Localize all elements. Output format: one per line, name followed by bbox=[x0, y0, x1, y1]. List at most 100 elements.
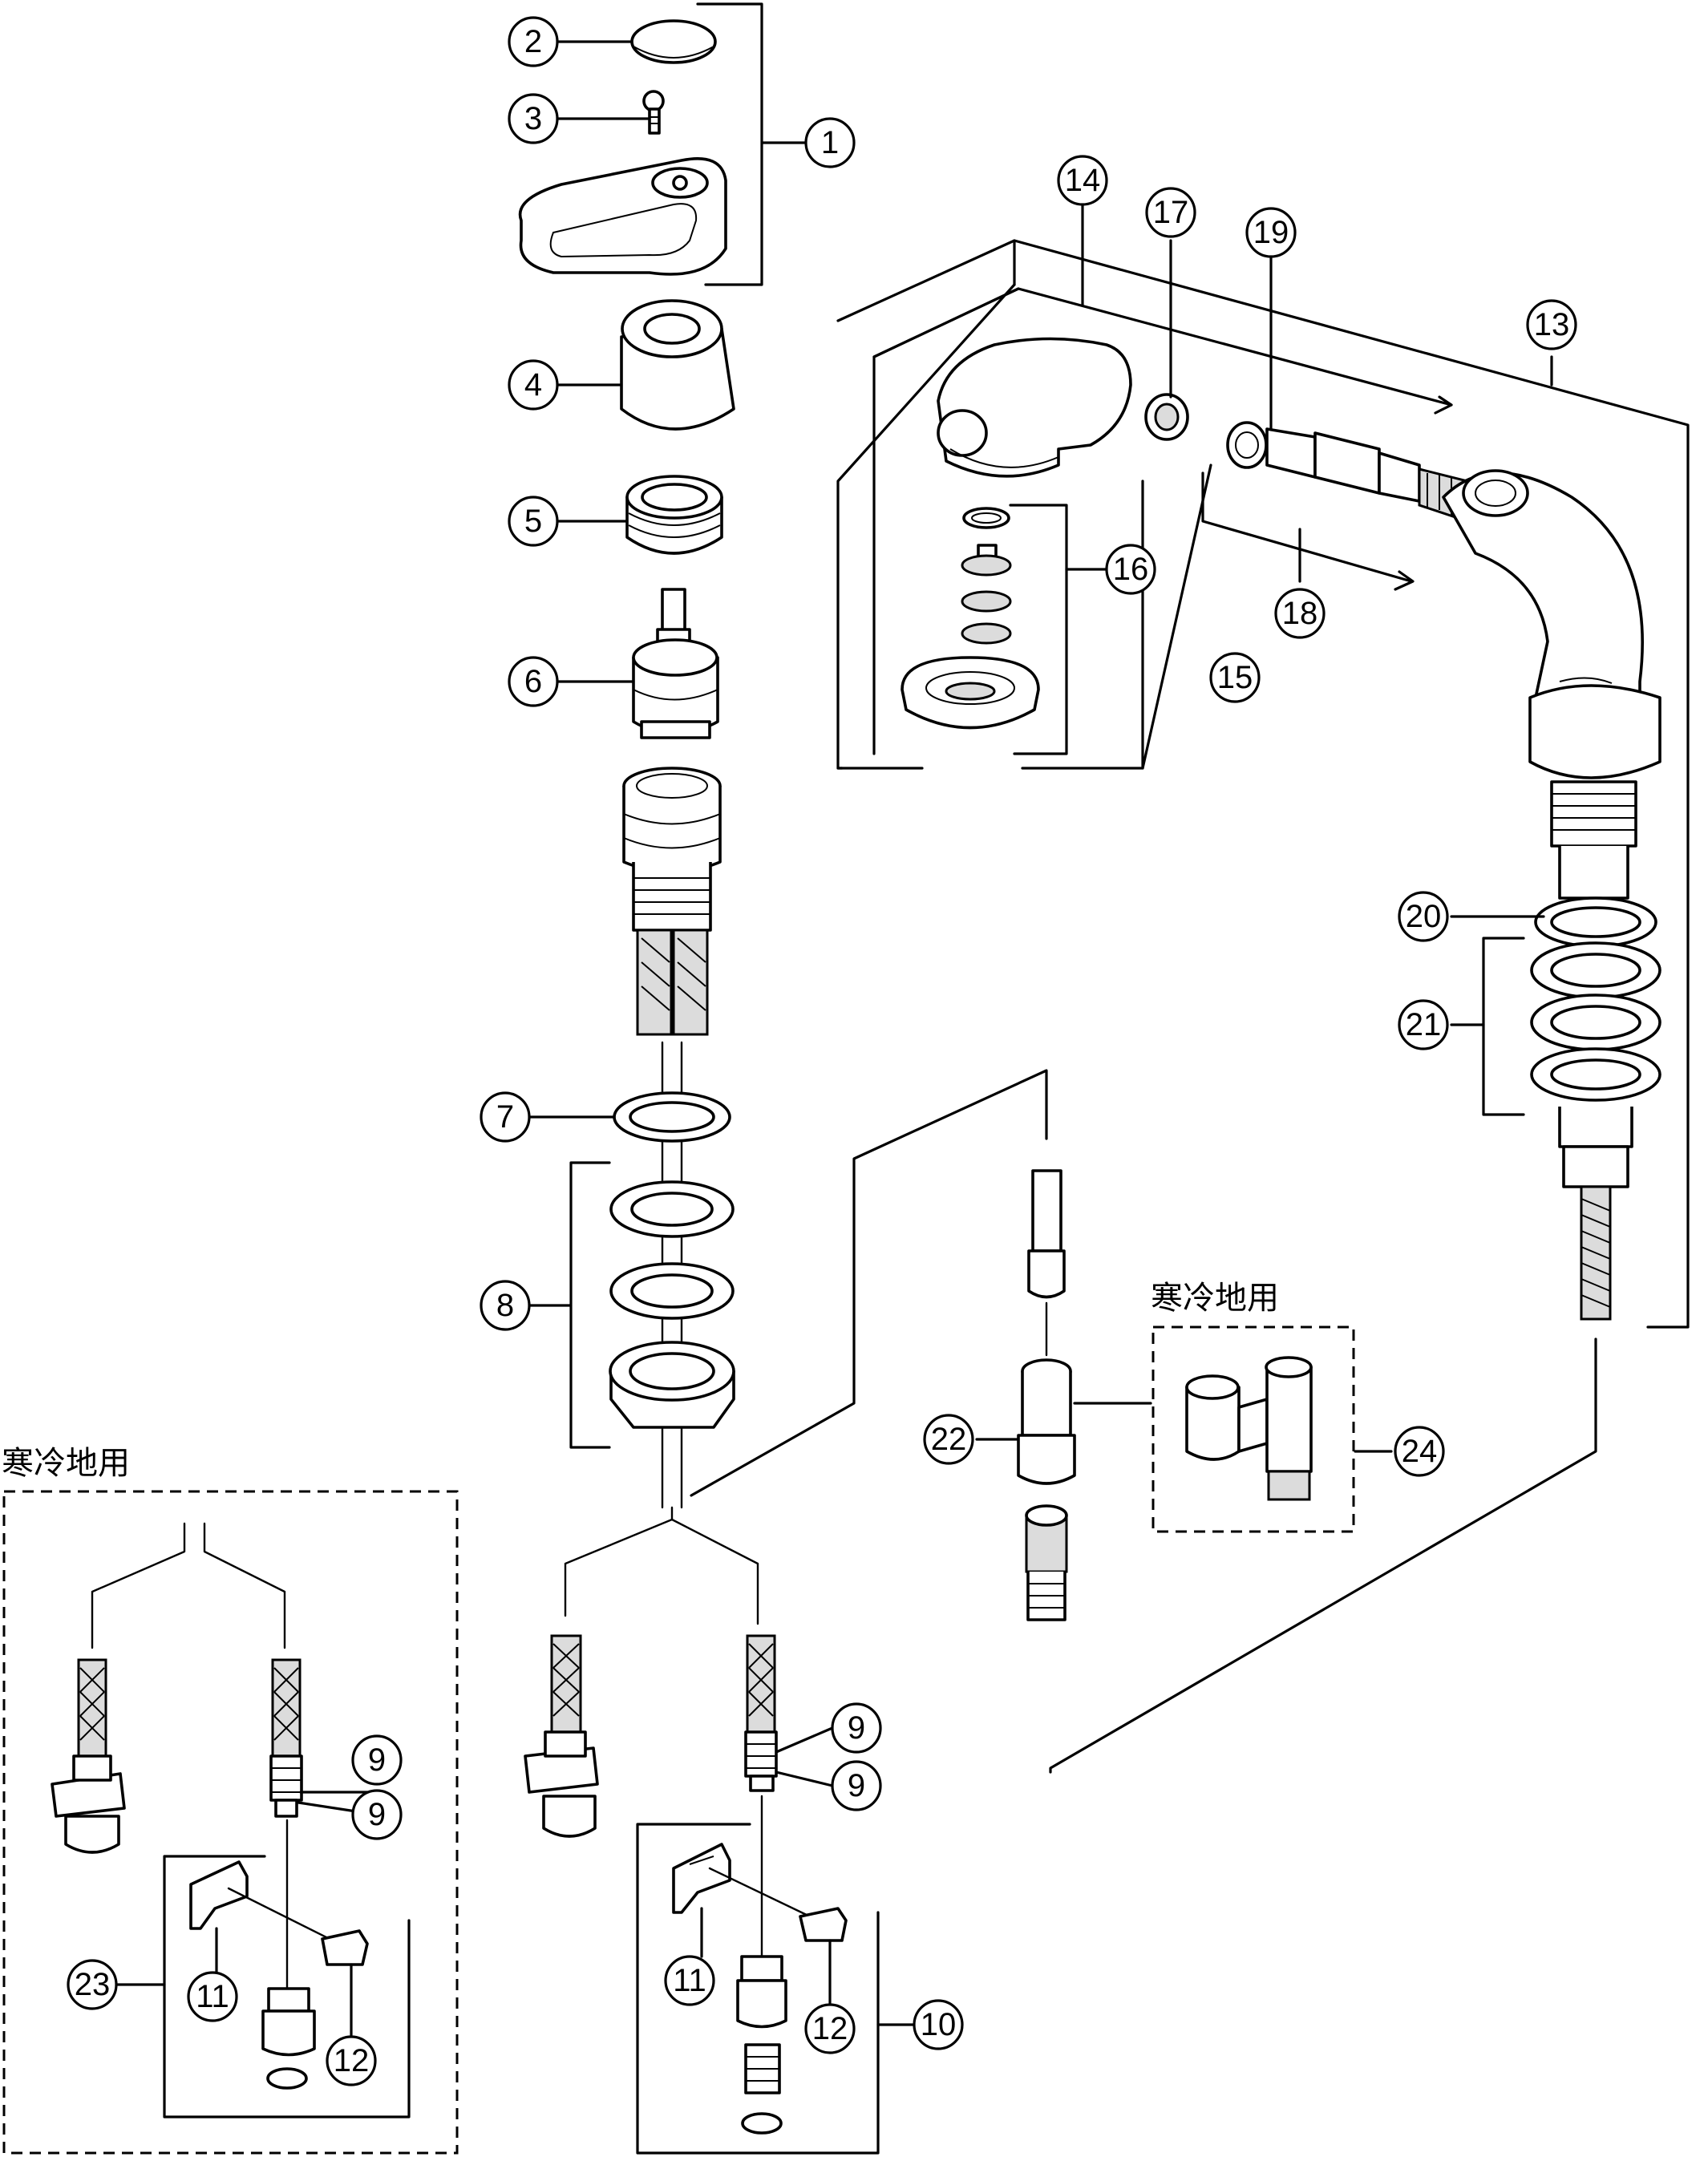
part-cover bbox=[620, 299, 735, 431]
bracket-16 bbox=[1009, 504, 1068, 755]
callout-20: 20 bbox=[1398, 891, 1449, 942]
callout-21-label: 21 bbox=[1406, 1007, 1442, 1042]
part-washer-16a bbox=[962, 507, 1010, 529]
leader-9 bbox=[775, 1726, 834, 1787]
part-hose-right bbox=[744, 1634, 778, 1792]
guide-line-clip bbox=[708, 1867, 812, 1918]
callout-21: 21 bbox=[1398, 999, 1449, 1050]
part-valve-16 bbox=[961, 544, 1012, 577]
part-washer-21a bbox=[1530, 941, 1661, 999]
callout-9-b-label: 9 bbox=[848, 1768, 865, 1803]
part-clip-cold-12 bbox=[321, 1929, 369, 1966]
part-lever-handle bbox=[518, 156, 727, 276]
callout-13-label: 13 bbox=[1534, 307, 1570, 342]
callout-22: 22 bbox=[923, 1414, 974, 1465]
part-socket-22 bbox=[1025, 1504, 1068, 1621]
part-mesh-b bbox=[961, 622, 1012, 645]
bracket-10 bbox=[636, 1823, 880, 2155]
callout-23-label: 23 bbox=[75, 1967, 111, 2002]
branch-lines bbox=[564, 1506, 759, 1625]
callout-10-label: 10 bbox=[921, 2007, 957, 2042]
callout-11: 11 bbox=[664, 1955, 715, 2006]
part-washer-8a bbox=[609, 1180, 735, 1238]
callout-15-label: 15 bbox=[1217, 660, 1253, 695]
part-screw bbox=[642, 90, 665, 135]
part-spray-plate bbox=[901, 656, 1040, 730]
part-spout-shank bbox=[1550, 780, 1637, 900]
callout-8: 8 bbox=[480, 1280, 531, 1331]
part-lock-nut bbox=[609, 1341, 735, 1429]
arrow-18-head bbox=[1394, 570, 1415, 591]
arrow-14-line bbox=[872, 287, 1453, 407]
part-adapter-cold bbox=[261, 1987, 316, 2090]
callout-18: 18 bbox=[1274, 588, 1326, 639]
cold-region-label-left: 寒冷地用 bbox=[2, 1445, 130, 1482]
part-faucet-body bbox=[622, 767, 722, 1036]
callout-7-label: 7 bbox=[496, 1099, 514, 1135]
callout-14-label: 14 bbox=[1065, 163, 1101, 198]
part-washer-8b bbox=[609, 1262, 735, 1320]
callout-19-label: 19 bbox=[1253, 215, 1289, 250]
arrow-14-head bbox=[1434, 395, 1453, 415]
callout-10: 10 bbox=[913, 1999, 964, 2050]
callout-15: 15 bbox=[1209, 652, 1261, 703]
callout-17-label: 17 bbox=[1153, 195, 1189, 230]
route-line-22 bbox=[690, 1069, 1048, 1497]
callout-9-cold-a-label: 9 bbox=[368, 1742, 386, 1778]
callout-20-label: 20 bbox=[1406, 899, 1442, 934]
guide-line-clip-cold bbox=[227, 1887, 334, 1942]
part-hose-left bbox=[524, 1634, 599, 1838]
part-nut-21 bbox=[1530, 1047, 1661, 1148]
callout-1-label: 1 bbox=[821, 125, 839, 160]
part-hose-connector-19 bbox=[1226, 421, 1469, 524]
callout-8-label: 8 bbox=[496, 1288, 514, 1323]
callout-1: 1 bbox=[804, 117, 856, 168]
part-adapter-10 bbox=[736, 1955, 787, 2135]
callout-9-cold-a: 9 bbox=[351, 1734, 403, 1786]
callout-6-label: 6 bbox=[524, 664, 542, 699]
callout-18-label: 18 bbox=[1282, 596, 1318, 631]
hose-route-line bbox=[1049, 1338, 1597, 1774]
callout-24-label: 24 bbox=[1402, 1434, 1438, 1469]
part-clip-12 bbox=[799, 1907, 848, 1942]
part-shower-head bbox=[937, 337, 1132, 478]
part-cartridge bbox=[632, 588, 719, 739]
callout-4: 4 bbox=[508, 359, 559, 411]
part-filter-17 bbox=[1144, 393, 1189, 441]
part-clip-cold-11 bbox=[189, 1860, 249, 1930]
part-connector-22 bbox=[1017, 1358, 1076, 1485]
callout-5: 5 bbox=[508, 496, 559, 547]
callout-11-label: 11 bbox=[673, 1963, 706, 1998]
part-washer-20 bbox=[1534, 896, 1657, 948]
part-nut bbox=[625, 475, 723, 555]
callout-5-label: 5 bbox=[524, 504, 542, 539]
bracket-21 bbox=[1482, 937, 1525, 1116]
callout-24: 24 bbox=[1394, 1426, 1445, 1477]
callout-9-cold-b: 9 bbox=[351, 1789, 403, 1840]
callout-13: 13 bbox=[1526, 299, 1577, 350]
part-cap bbox=[630, 19, 717, 64]
callout-16: 16 bbox=[1105, 544, 1156, 595]
callout-2-label: 2 bbox=[524, 24, 542, 59]
callout-11-cold-label: 11 bbox=[196, 1979, 229, 2014]
callout-9-cold-b-label: 9 bbox=[368, 1797, 386, 1832]
part-mesh-a bbox=[961, 590, 1012, 613]
callout-12-cold-label: 12 bbox=[334, 2043, 370, 2078]
part-pipe-22 bbox=[1027, 1169, 1066, 1299]
part-valve-24 bbox=[1185, 1356, 1313, 1501]
bracket-23 bbox=[163, 1855, 411, 2119]
part-hose-cold-right bbox=[269, 1658, 303, 1818]
part-washer-21b bbox=[1530, 994, 1661, 1051]
callout-12-label: 12 bbox=[812, 2011, 848, 2046]
callout-12-cold: 12 bbox=[326, 2035, 377, 2086]
part-shower-hose bbox=[1562, 1145, 1629, 1321]
part-washer-7 bbox=[613, 1091, 731, 1143]
part-hose-cold-left bbox=[51, 1658, 126, 1854]
callout-9-b: 9 bbox=[831, 1760, 882, 1811]
callout-6: 6 bbox=[508, 656, 559, 707]
callout-2: 2 bbox=[508, 16, 559, 67]
callout-12: 12 bbox=[804, 2003, 856, 2054]
callout-19: 19 bbox=[1245, 207, 1297, 258]
bracket-8 bbox=[528, 1161, 611, 1449]
